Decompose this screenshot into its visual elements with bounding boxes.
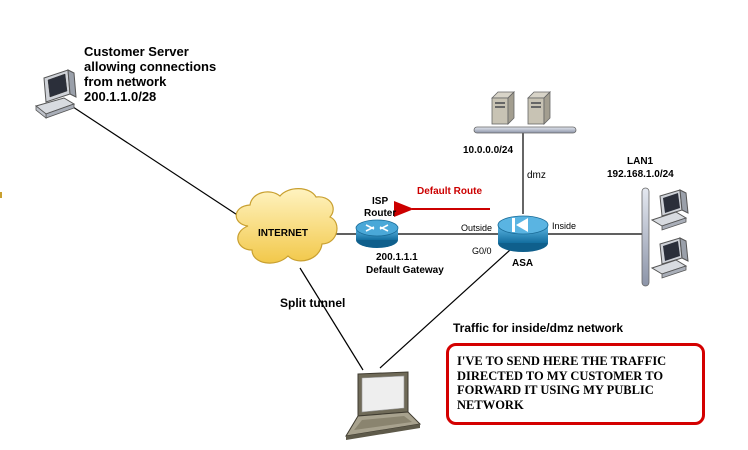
edge-mark (0, 192, 2, 198)
lan1-segment-bar (641, 187, 650, 287)
note-line: DIRECTED TO MY CUSTOMER TO (457, 368, 664, 383)
link-pc-internet (69, 104, 249, 223)
note-line: I'VE TO SEND HERE THE TRAFFIC (457, 354, 667, 368)
dmz-label: dmz (527, 170, 546, 181)
note-box: I'VE TO SEND HERE THE TRAFFIC DIRECTED T… (446, 343, 705, 425)
traffic-label: Traffic for inside/dmz network (453, 321, 624, 335)
customer-server-label: Customer Server allowing connections fro… (84, 44, 216, 104)
asa-label: ASA (512, 258, 534, 269)
laptop-icon (345, 371, 422, 440)
asa-firewall-icon (497, 215, 549, 252)
isp-router-name-line1: ISP (372, 196, 389, 207)
isp-router-name-line2: Router (364, 208, 397, 219)
customer-pc-icon (34, 69, 77, 119)
customer-server-line: allowing connections (84, 59, 217, 74)
link-split-tunnel (299, 267, 364, 371)
customer-server-line: from network (84, 74, 167, 89)
dmz-segment-bar (473, 126, 577, 134)
links (69, 104, 643, 371)
note-line: FORWARD IT USING MY PUBLIC (457, 383, 654, 397)
note-line: NETWORK (457, 397, 524, 412)
lan1-pcs-icon (650, 189, 689, 279)
customer-server-line: Customer Server (84, 44, 189, 59)
default-gateway-label: Default Gateway (366, 265, 444, 276)
link-laptop-asa (379, 249, 511, 369)
isp-router-icon (355, 219, 399, 248)
dmz-network-label: 10.0.0.0/24 (463, 145, 514, 156)
lan1-name-label: LAN1 (627, 156, 654, 167)
internet-label: INTERNET (258, 228, 308, 239)
outside-interface-label: Outside (461, 223, 493, 233)
g0-interface-label: G0/0 (472, 246, 492, 256)
inside-interface-label: Inside (552, 221, 577, 231)
dmz-servers-icon (491, 91, 551, 125)
internet-cloud-icon (235, 188, 338, 264)
isp-router-ip: 200.1.1.1 (376, 252, 418, 263)
split-tunnel-label: Split tunnel (280, 296, 346, 310)
default-route-label: Default Route (417, 186, 482, 197)
customer-server-line: 200.1.1.0/28 (84, 89, 157, 104)
lan1-network-label: 192.168.1.0/24 (607, 169, 674, 180)
note-text: I'VE TO SEND HERE THE TRAFFIC DIRECTED T… (457, 354, 666, 412)
